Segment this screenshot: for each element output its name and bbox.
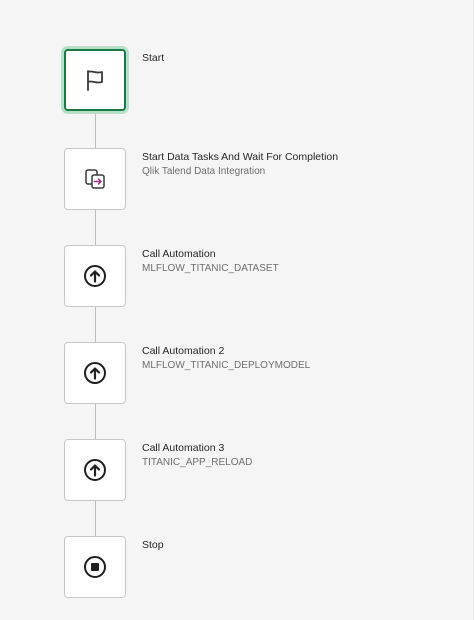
workflow-step-call-automation: Call Automation MLFLOW_TITANIC_DATASET — [64, 245, 464, 311]
flag-icon — [87, 70, 103, 91]
arrow-up-circle-icon — [84, 362, 106, 384]
step-subtitle: MLFLOW_TITANIC_DEPLOYMODEL — [142, 360, 311, 371]
step-title: Call Automation — [142, 248, 216, 260]
workflow-step-start: Start — [64, 49, 464, 115]
workflow-step-data-tasks: Start Data Tasks And Wait For Completion… — [64, 148, 464, 214]
workflow-step-call-automation-2: Call Automation 2 MLFLOW_TITANIC_DEPLOYM… — [64, 342, 464, 408]
data-tasks-node[interactable] — [64, 148, 126, 210]
step-subtitle: TITANIC_APP_RELOAD — [142, 457, 253, 468]
call-automation-node[interactable] — [64, 245, 126, 307]
workflow-step-stop: Stop — [64, 536, 464, 602]
start-node[interactable] — [64, 49, 126, 111]
step-title: Stop — [142, 539, 164, 551]
step-title: Call Automation 3 — [142, 442, 225, 454]
step-title: Call Automation 2 — [142, 345, 225, 357]
step-subtitle: MLFLOW_TITANIC_DATASET — [142, 263, 279, 274]
data-task-icon — [85, 169, 105, 189]
stop-icon — [84, 556, 106, 578]
step-title: Start — [142, 52, 165, 64]
workflow-step-call-automation-3: Call Automation 3 TITANIC_APP_RELOAD — [64, 439, 464, 505]
arrow-up-circle-icon — [84, 459, 106, 481]
step-subtitle: Qlik Talend Data Integration — [142, 166, 266, 177]
stop-node[interactable] — [64, 536, 126, 598]
arrow-up-circle-icon — [84, 265, 106, 287]
workflow-connector-line — [95, 112, 96, 552]
call-automation-2-node[interactable] — [64, 342, 126, 404]
call-automation-3-node[interactable] — [64, 439, 126, 501]
step-title: Start Data Tasks And Wait For Completion — [142, 151, 339, 163]
